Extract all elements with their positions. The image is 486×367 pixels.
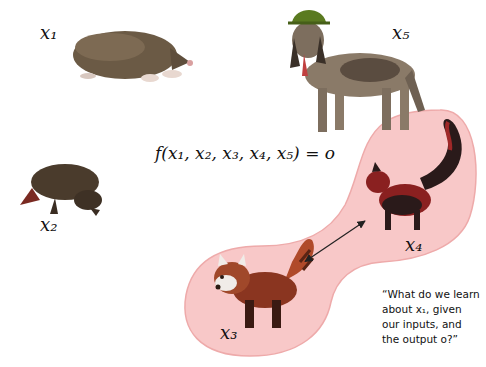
variable-label: x₃ (220, 322, 237, 344)
variable-label: x₂ (40, 214, 57, 236)
beaver-figure (20, 164, 102, 216)
animal-node: x₄ (365, 118, 460, 260)
variable-label: x₅ (392, 22, 409, 44)
double-arrow (305, 221, 365, 262)
mole-figure (73, 31, 193, 82)
variable-label: x₁ (40, 22, 57, 44)
variable-label: x₄ (405, 234, 422, 256)
squirrel-figure (366, 119, 462, 230)
function-equation: f(x₁, x₂, x₃, x₄, x₅) = o (155, 143, 335, 163)
question-note: “What do we learn about x₁, given our in… (382, 287, 482, 347)
dog-figure (288, 10, 425, 132)
red-panda-figure (214, 239, 314, 328)
animal-node: x₃ (195, 250, 305, 348)
